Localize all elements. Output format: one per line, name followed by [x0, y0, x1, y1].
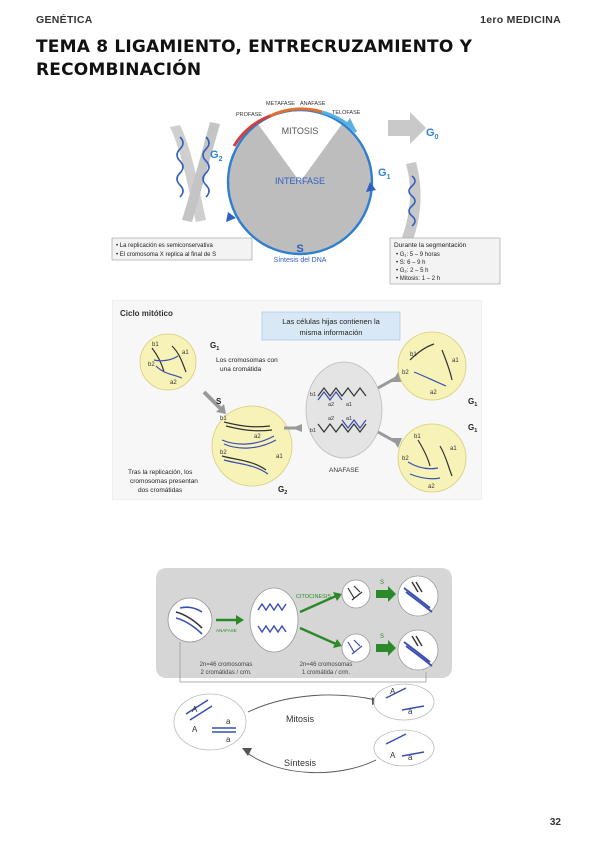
allele-b1-d2: b1 — [414, 434, 421, 440]
allele-a-left-bottom: a — [226, 735, 231, 744]
allele-b1-d1: b1 — [410, 352, 417, 358]
allele-a2-ana-top: a2 — [328, 402, 334, 408]
page-title: TEMA 8 LIGAMIENTO, ENTRECRUZAMIENTO Y RE… — [36, 37, 473, 80]
allele-b2-d1: b2 — [402, 370, 409, 376]
allele-a1-ana-top: a1 — [346, 402, 352, 408]
mitotic-cycle-figure: Ciclo mitótico Las células hijas contien… — [112, 300, 482, 500]
cytokinesis-label: CITOCINESIS — [296, 594, 331, 600]
right-note-1: • G₁: 5 – 9 horas — [396, 252, 440, 258]
right-note-2: • S: 6 – 9 h — [396, 260, 425, 266]
interphase-label: INTERFASE — [275, 176, 325, 186]
after-replication-line-2: cromosomas presentan — [130, 478, 198, 485]
s-phase-label: S — [296, 243, 303, 255]
left-count-line-1: 2n=46 cromosomas — [200, 662, 253, 668]
cell-cycle-figure: PROFASE METAFASE ANAFASE TELOFASE MITOSI… — [111, 101, 501, 285]
allele-a2-top: a2 — [170, 380, 177, 386]
g1-daughter-bottom-label: G1 — [468, 423, 477, 434]
s-label-top: S — [380, 580, 384, 586]
right-note-4: • Mitosis: 1 – 2 h — [396, 276, 440, 282]
allele-b2-g2: b2 — [220, 450, 227, 456]
metaphase-label: METAFASE — [266, 101, 295, 107]
right-count-line-1: 2n=46 cromosomas — [300, 662, 353, 668]
allele-a1-d1: a1 — [452, 358, 459, 364]
g2-label: G2 — [210, 149, 223, 163]
mitosis-label-fig3: Mitosis — [286, 714, 315, 724]
anaphase-label-fig3: ANAFASE — [216, 628, 237, 633]
after-replication-line-1: Tras la replicación, los — [128, 469, 193, 476]
allele-A-left-top: A — [192, 705, 198, 714]
cytokinesis-figure: ANAFASE CITOCINESIS S S 2n=46 cromosomas… — [156, 568, 452, 773]
allele-a1-d2: a1 — [450, 446, 457, 452]
left-note-2: • El cromosoma X replica al final de S — [116, 252, 216, 258]
g1-left-label: G1 — [210, 341, 219, 352]
mitotic-cycle-heading: Ciclo mitótico — [120, 309, 173, 318]
allele-a1-ana-bottom: a1 — [346, 416, 352, 422]
allele-a2-d2: a2 — [428, 484, 435, 490]
mitosis-label: MITOSIS — [282, 126, 319, 136]
banner-line-2: misma información — [300, 328, 363, 337]
s-arrow-label: S — [216, 397, 222, 406]
allele-A-left-bottom: A — [192, 725, 198, 734]
allele-b1-ana-top: b1 — [310, 392, 316, 398]
after-replication-line-3: dos cromátidas — [138, 487, 183, 494]
allele-a2-d1: a2 — [430, 390, 437, 396]
allele-a-left-top: a — [226, 717, 231, 726]
telophase-label: TELOFASE — [332, 110, 361, 116]
allele-a-right-top: a — [408, 707, 413, 716]
allele-b2-top: b2 — [148, 362, 155, 368]
allele-b1-g2: b1 — [220, 416, 227, 422]
prophase-label: PROFASE — [236, 112, 262, 118]
allele-a1-g2: a1 — [276, 454, 283, 460]
right-count-line-2: 1 cromátida / crm. — [302, 670, 350, 676]
page-number: 32 — [549, 817, 561, 828]
allele-b1-top: b1 — [152, 342, 159, 348]
anaphase-label: ANAFASE — [300, 101, 326, 107]
right-notes-title: Durante la segmentación — [394, 242, 467, 249]
allele-b1-ana-bottom: b1 — [310, 428, 316, 434]
header-subject: GENÉTICA — [36, 14, 93, 26]
one-chromatid-line-2: una cromátida — [220, 366, 262, 373]
allele-a-right-bottom: a — [408, 753, 413, 762]
banner-line-1: Las células hijas contienen la — [282, 317, 380, 326]
allele-b2-d2: b2 — [402, 456, 409, 462]
g2-label-fig2: G2 — [278, 485, 287, 496]
allele-A-right-bottom: A — [390, 751, 396, 760]
right-note-3: • G₂: 2 – 5 h — [396, 268, 428, 274]
g1-daughter-top-label: G1 — [468, 397, 477, 408]
g1-chromosome-illustration — [396, 162, 421, 256]
synthesis-label: Síntesis — [284, 758, 317, 768]
g2-chromosome-illustration — [170, 122, 220, 222]
one-chromatid-line-1: Los cromosomas con — [216, 357, 278, 364]
s-caption: Síntesis del DNA — [274, 257, 327, 264]
allele-a2-ana-bottom: a2 — [328, 416, 334, 422]
anaphase-label-fig2: ANAFASE — [329, 467, 360, 474]
left-count-line-2: 2 cromátidas / crm. — [200, 670, 251, 676]
g1-label: G1 — [378, 167, 391, 181]
allele-a2-g2: a2 — [254, 434, 261, 440]
allele-A-right-top: A — [390, 687, 396, 696]
g0-label: G0 — [426, 127, 439, 141]
allele-a1-top: a1 — [182, 350, 189, 356]
left-note-1: • La replicación es semiconservativa — [116, 243, 213, 249]
s-label-bottom: S — [380, 634, 384, 640]
header-course: 1ero MEDICINA — [480, 14, 561, 26]
